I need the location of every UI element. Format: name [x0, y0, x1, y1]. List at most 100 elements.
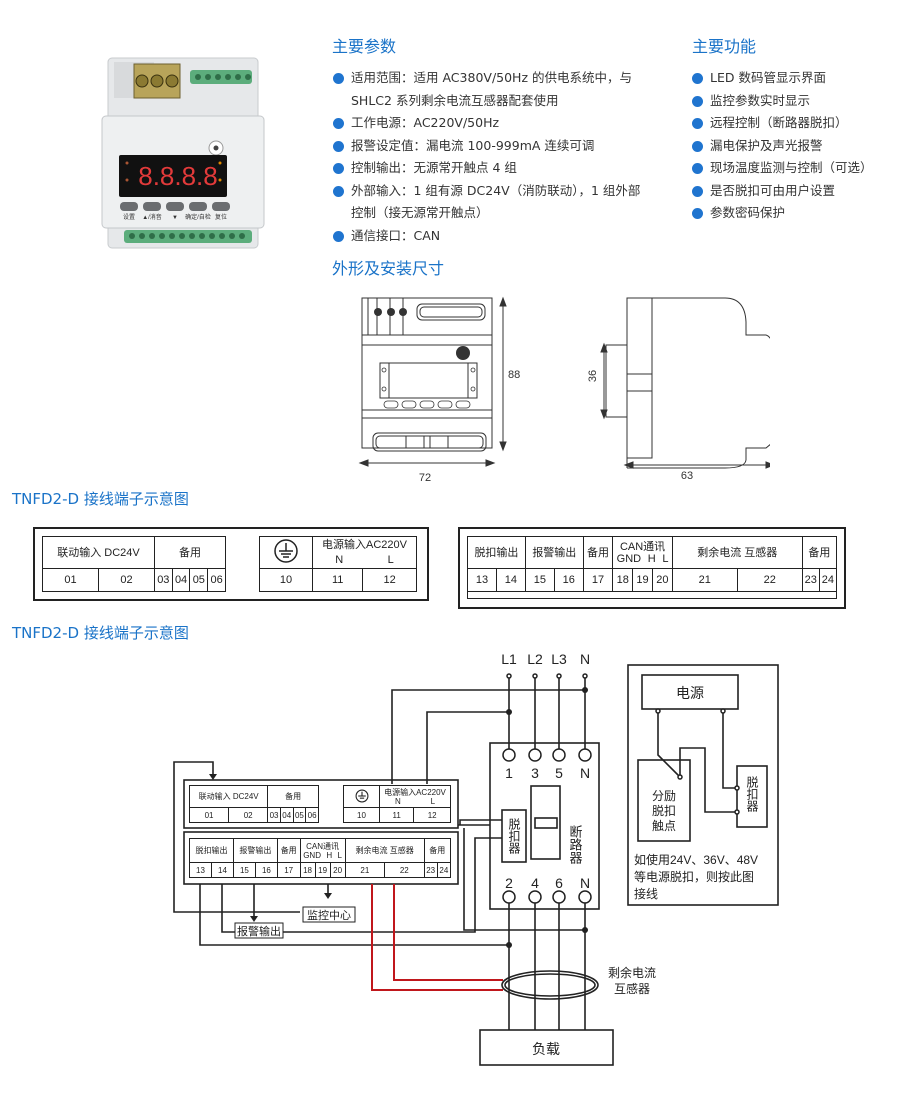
terminal-15: 15 — [524, 568, 555, 592]
dim-width: 72 — [419, 472, 431, 484]
terminal-21: 21 — [671, 568, 738, 592]
svg-text:脱扣: 脱扣 — [652, 803, 676, 818]
alarm-output-label: 报警输出 — [237, 924, 281, 938]
terminal-18: 18 — [612, 568, 634, 592]
main-functions-title: 主要功能 — [692, 37, 757, 56]
function-item: 漏电保护及声光报警 — [692, 135, 900, 158]
terminal-01: 01 — [42, 568, 99, 592]
svg-text:4: 4 — [531, 875, 539, 891]
terminal-03: 03 — [153, 568, 173, 592]
svg-text:复位: 复位 — [215, 213, 227, 221]
terminal-14: 14 — [495, 568, 526, 592]
group-label: 脱扣输出 — [467, 536, 526, 569]
dim-height: 88 — [508, 369, 520, 381]
main-functions-list: LED 数码管显示界面 监控参数实时显示 远程控制（断路器脱扣） 漏电保护及声光… — [692, 67, 900, 225]
terminal-20: 20 — [651, 568, 673, 592]
group-label: 备用 — [153, 536, 227, 569]
breaker-label: 断路器 — [568, 825, 583, 865]
load-label: 负载 — [532, 1041, 560, 1057]
aux-trip-label: 脱扣器 — [745, 775, 759, 813]
terminal-19: 19 — [632, 568, 653, 592]
function-item: 是否脱扣可由用户设置 — [692, 180, 900, 203]
svg-text:分励: 分励 — [652, 789, 676, 803]
terminal-06: 06 — [207, 568, 226, 592]
aux-note: 如使用24V、36V、48V — [634, 852, 758, 867]
terminal-block-a: 联动输入 DC24V 备用 01 02 03 04 05 06 — [42, 536, 227, 592]
phase-label: L1 — [501, 651, 517, 667]
svg-text:设置: 设置 — [123, 213, 135, 221]
led-display: 8.8.8.8 — [138, 161, 218, 191]
group-label: 联动输入 DC24V — [42, 536, 155, 569]
svg-text:N: N — [580, 875, 590, 891]
ct-label: 剩余电流 — [608, 965, 656, 980]
terminal-23: 23 — [801, 568, 820, 592]
svg-text:等电源脱扣，则按此图: 等电源脱扣，则按此图 — [634, 869, 754, 884]
phase-label: L3 — [551, 651, 567, 667]
param-item: 控制输出：无源常开触点 4 组 — [333, 157, 693, 180]
group-label: 备用 — [801, 536, 838, 569]
front-view — [361, 297, 493, 452]
ct-wires — [371, 884, 503, 991]
phase-label: L2 — [527, 651, 543, 667]
param-item: 工作电源：AC220V/50Hz — [333, 112, 693, 135]
group-label: 备用 — [582, 536, 614, 569]
trip-label: 脱扣器 — [507, 817, 521, 855]
dim-depth: 63 — [681, 470, 693, 482]
function-item: LED 数码管显示界面 — [692, 67, 900, 90]
svg-text:▼: ▼ — [172, 215, 178, 221]
group-label: 剩余电流 互感器 — [671, 536, 803, 569]
function-item: 现场温度监测与控制（可选） — [692, 157, 900, 180]
terminal-16: 16 — [553, 568, 584, 592]
terminal-24: 24 — [818, 568, 838, 592]
terminal-title-2: TNFD2-D 接线端子示意图 — [12, 624, 189, 642]
dimensions-title: 外形及安装尺寸 — [332, 259, 445, 278]
svg-text:触点: 触点 — [652, 819, 676, 833]
ground-icon — [259, 536, 313, 569]
wiring-diagram: L1 L2 L3 N 1 3 5 N 2 4 6 N 断路器 脱扣器 监控中心 … — [173, 651, 779, 1066]
svg-text:▲/消音: ▲/消音 — [142, 213, 162, 221]
group-label: 报警输出 — [524, 536, 584, 569]
dimension-drawings: 88 72 36 63 — [358, 296, 770, 484]
dim-rail: 36 — [587, 370, 599, 382]
terminal-10: 10 — [259, 568, 313, 592]
param-item: 通信接口：CAN — [333, 225, 693, 248]
svg-text:1: 1 — [505, 765, 513, 781]
terminal-17: 17 — [582, 568, 614, 592]
svg-text:接线: 接线 — [634, 886, 658, 901]
terminal-05: 05 — [189, 568, 209, 592]
phase-label: N — [580, 651, 590, 667]
function-item: 参数密码保护 — [692, 202, 900, 225]
svg-text:确定/自检: 确定/自检 — [185, 213, 211, 221]
terminal-11: 11 — [311, 568, 364, 592]
svg-text:6: 6 — [555, 875, 563, 891]
terminal-02: 02 — [97, 568, 155, 592]
svg-text:3: 3 — [531, 765, 539, 781]
function-item: 远程控制（断路器脱扣） — [692, 112, 900, 135]
screw-terminals — [133, 63, 181, 99]
terminal-13: 13 — [467, 568, 497, 592]
terminal-12: 12 — [362, 568, 417, 592]
svg-text:2: 2 — [505, 875, 513, 891]
terminal-block-ab: 联动输入 DC24V 备用 01 02 03 04 05 06 电源输入AC22… — [33, 527, 429, 601]
aux-power-label: 电源 — [676, 685, 704, 701]
terminal-04: 04 — [171, 568, 191, 592]
svg-text:互感器: 互感器 — [614, 981, 650, 996]
terminal-title-1: TNFD2-D 接线端子示意图 — [12, 490, 189, 508]
svg-text:5: 5 — [555, 765, 563, 781]
function-item: 监控参数实时显示 — [692, 90, 900, 113]
main-params-title: 主要参数 — [332, 37, 397, 56]
device-photo: 8.8.8.8 设置 ▲/消音 ▼ 确定/自检 复位 — [88, 48, 278, 262]
param-item: 外部输入：1 组有源 DC24V（消防联动），1 组外部控制（接无源常开触点） — [333, 180, 693, 225]
side-view — [605, 297, 770, 469]
svg-text:N: N — [580, 765, 590, 781]
param-item: 报警设定值：漏电流 100-999mA 连续可调 — [333, 135, 693, 158]
